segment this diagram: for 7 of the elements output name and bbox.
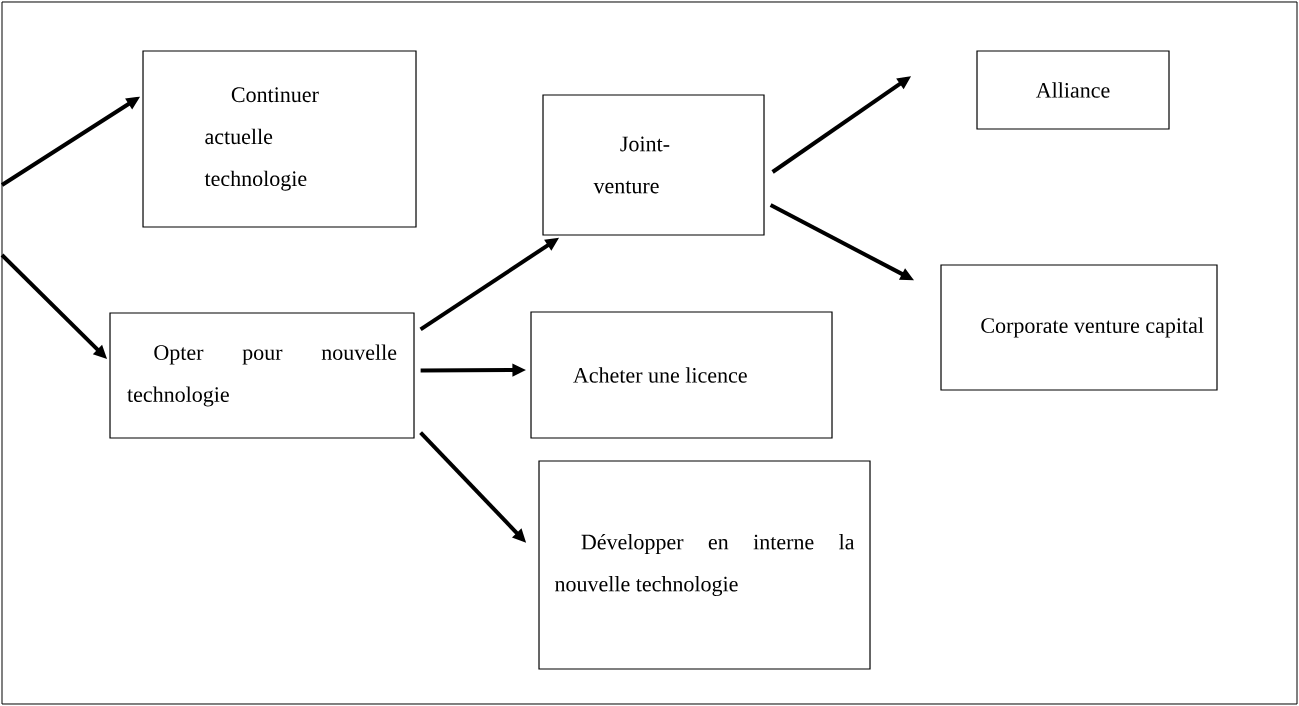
- box: Développer en interne la nouvelle technologie: [538, 460, 871, 670]
- box: Joint-venture: [542, 94, 765, 236]
- box: Corporate venture capital: [940, 264, 1218, 391]
- box: Acheter une licence: [530, 311, 833, 439]
- box: Continuer actuelle technologie: [142, 50, 417, 228]
- box: Alliance: [976, 50, 1170, 130]
- box: Opter pour nouvelle technologie: [109, 312, 415, 439]
